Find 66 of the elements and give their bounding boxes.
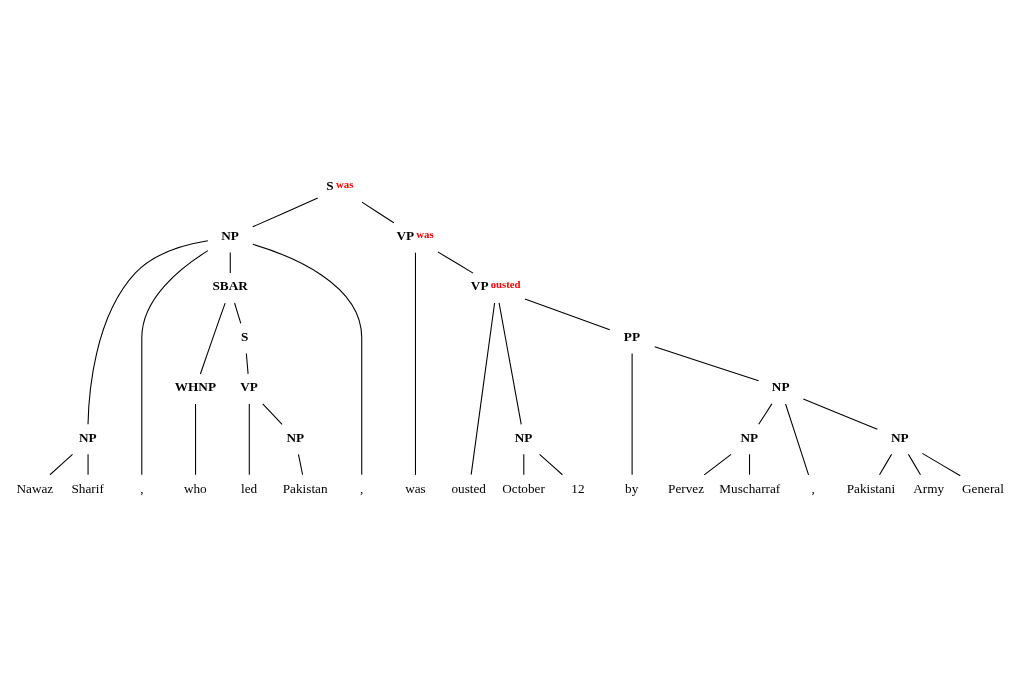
node-text: PP bbox=[623, 328, 640, 344]
connector bbox=[195, 403, 197, 476]
connector bbox=[262, 403, 283, 425]
connector bbox=[749, 453, 751, 476]
connector bbox=[141, 250, 209, 476]
connector bbox=[523, 453, 525, 476]
connector bbox=[248, 403, 250, 476]
node-text: NP bbox=[221, 227, 239, 243]
node-text: WHNP bbox=[174, 379, 216, 395]
node-text: VP bbox=[396, 227, 415, 243]
node-text: Muscharraf bbox=[719, 480, 781, 496]
connector bbox=[802, 398, 878, 430]
connector bbox=[245, 352, 249, 375]
node-text: VP bbox=[470, 278, 489, 294]
node-text: was bbox=[405, 480, 426, 496]
node-text: NP bbox=[514, 429, 533, 445]
node-label: was bbox=[336, 177, 354, 190]
node-text: NP bbox=[78, 429, 97, 445]
node-text: led bbox=[241, 480, 258, 496]
node-text: NP bbox=[771, 379, 790, 395]
connector bbox=[229, 252, 231, 274]
node-text: , bbox=[811, 480, 815, 496]
node-text: NP bbox=[286, 429, 305, 445]
connector bbox=[524, 298, 611, 331]
node-text: NP bbox=[740, 429, 759, 445]
node-text: SBAR bbox=[212, 278, 248, 294]
node-text: 12 bbox=[571, 480, 585, 496]
connector bbox=[252, 243, 363, 476]
connector bbox=[437, 251, 474, 274]
node-text: NP bbox=[890, 429, 909, 445]
connector bbox=[498, 302, 522, 425]
connector bbox=[252, 197, 319, 228]
connector bbox=[921, 452, 961, 477]
node-text: , bbox=[360, 480, 364, 496]
connector bbox=[470, 302, 496, 476]
connector bbox=[878, 453, 893, 476]
node-text: S bbox=[326, 177, 334, 193]
connector bbox=[297, 453, 304, 476]
connector bbox=[654, 346, 760, 382]
node-text: General bbox=[962, 480, 1004, 496]
connector bbox=[87, 240, 209, 425]
node-text: Sharif bbox=[71, 480, 104, 496]
node-text: VP bbox=[240, 379, 258, 395]
connector bbox=[907, 453, 922, 476]
node-text: ousted bbox=[451, 480, 486, 496]
connector bbox=[758, 403, 773, 425]
connector bbox=[199, 302, 226, 375]
node-text: who bbox=[183, 480, 207, 496]
connector bbox=[234, 302, 242, 324]
node-text: Nawaz bbox=[16, 480, 54, 496]
node-text: October bbox=[502, 480, 545, 496]
node-text: Pervez bbox=[668, 480, 705, 496]
node-label: ousted bbox=[490, 278, 521, 291]
node-text: Army bbox=[913, 480, 945, 496]
connector bbox=[361, 201, 395, 224]
connector bbox=[539, 453, 563, 476]
node-text: Pakistan bbox=[282, 480, 328, 496]
node-text: Pakistani bbox=[846, 480, 896, 496]
node-text: S bbox=[241, 328, 249, 344]
node-text: , bbox=[140, 480, 144, 496]
connector bbox=[785, 403, 810, 476]
connector bbox=[49, 453, 74, 476]
connector bbox=[414, 252, 416, 476]
node-label: was bbox=[416, 227, 434, 240]
node-text: by bbox=[625, 480, 639, 496]
connector bbox=[703, 453, 732, 476]
